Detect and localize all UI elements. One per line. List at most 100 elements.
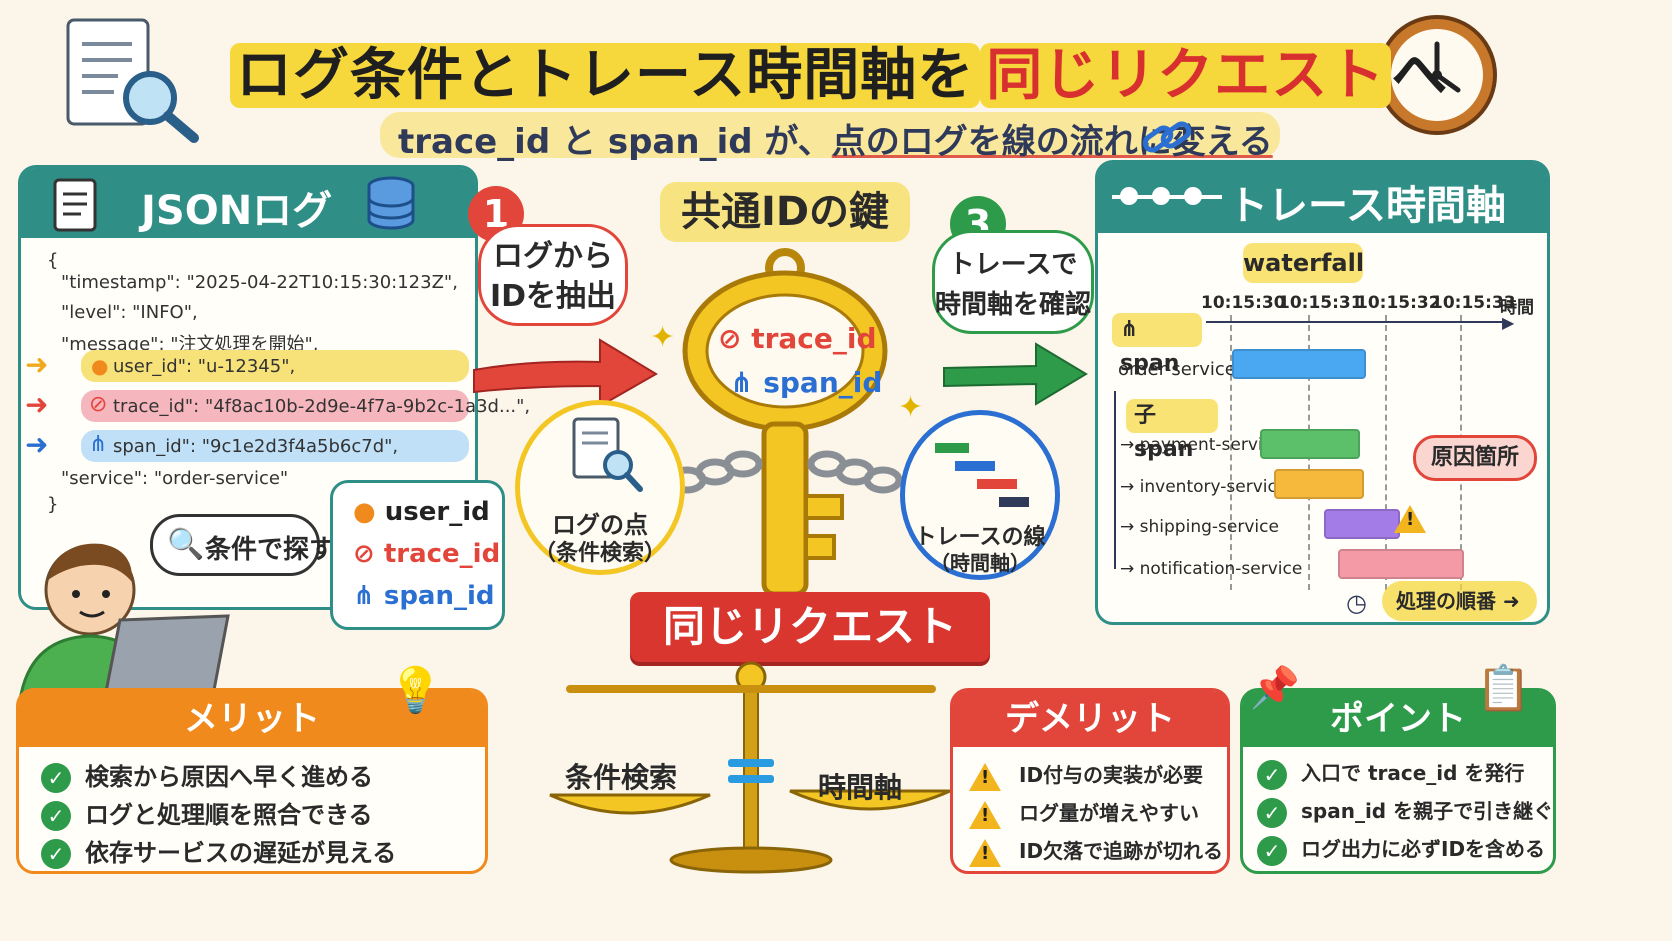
service-shipping: → shipping-service bbox=[1120, 517, 1279, 537]
clock-icon: ◷ bbox=[1346, 589, 1367, 617]
person-with-laptop-illustration bbox=[18, 543, 230, 700]
check-icon: ✓ bbox=[1257, 835, 1287, 866]
database-icon bbox=[367, 176, 415, 230]
pushpin-icon: 📌 bbox=[1250, 665, 1300, 711]
id-list-box: ● user_id ⊘ trace_id ⋔ span_id bbox=[330, 480, 505, 630]
span-id-highlight bbox=[81, 430, 469, 462]
trace-line-line1: トレースの線 bbox=[914, 525, 1046, 550]
link-icon bbox=[1142, 121, 1192, 153]
document-search-icon bbox=[572, 417, 643, 492]
span-label: ⋔ span bbox=[1112, 313, 1202, 376]
point-box: ポイント ✓入口で trace_id を発行 ✓span_id を親子で引き継ぐ… bbox=[1240, 688, 1556, 874]
trace-id-arrow-icon: ➜ bbox=[25, 388, 49, 421]
tree-connector bbox=[1114, 391, 1116, 569]
service-notification: → notification-service bbox=[1120, 559, 1303, 579]
search-bubble: 🔍 条件で探す bbox=[150, 514, 335, 576]
user-id-highlight bbox=[81, 350, 469, 382]
check-icon: ✓ bbox=[1257, 797, 1287, 828]
demerit-item: ID欠落で追跡が切れる bbox=[969, 835, 1223, 867]
json-close-brace: } bbox=[47, 494, 59, 515]
warning-icon bbox=[1394, 505, 1426, 533]
document-search-icon bbox=[66, 18, 199, 143]
warning-icon bbox=[969, 762, 1001, 791]
document-icon bbox=[53, 178, 97, 232]
tick-label: 10:15:30 bbox=[1201, 293, 1286, 313]
common-id-key-title: 共通IDの鍵 bbox=[660, 182, 910, 242]
timeline-dot-2 bbox=[1152, 187, 1170, 205]
trace-link-icon: ⊘ bbox=[89, 392, 108, 417]
gridline bbox=[1230, 315, 1232, 590]
sparkle-icon: ✦ bbox=[650, 320, 676, 355]
demerit-box: デメリット ID付与の実装が必要 ログ量が増えやすい ID欠落で追跡が切れる bbox=[950, 688, 1230, 874]
page-subtitle: trace_id と span_id が、点のログを線の流れに変える bbox=[380, 112, 1280, 162]
red-arrow-icon bbox=[473, 338, 658, 408]
demerit-item: ログ量が増えやすい bbox=[969, 797, 1199, 829]
timeline-dot-1 bbox=[1120, 187, 1138, 205]
trace-timeline-header: トレース時間軸 bbox=[1098, 163, 1547, 233]
waterfall-badge: waterfall bbox=[1243, 243, 1364, 283]
timeline-dot-3 bbox=[1184, 187, 1202, 205]
check-icon: ✓ bbox=[41, 801, 71, 831]
time-axis-arrowhead-icon: ▶ bbox=[1502, 313, 1515, 332]
point-header: ポイント bbox=[1243, 691, 1553, 747]
clock-icon bbox=[1377, 15, 1497, 135]
gridline bbox=[1385, 315, 1387, 590]
mini-bar-2 bbox=[955, 461, 995, 471]
green-arrow-icon bbox=[943, 342, 1088, 406]
span-id-arrow-icon: ➜ bbox=[25, 428, 49, 461]
cause-location-bubble: 原因箇所 bbox=[1413, 435, 1537, 481]
mini-bar-4 bbox=[999, 497, 1029, 507]
log-point-line2: （条件検索） bbox=[533, 541, 666, 566]
tick-label: 10:15:32 bbox=[1356, 293, 1441, 313]
step-1-text-b: IDを抽出 bbox=[489, 279, 617, 314]
json-timestamp-line: "timestamp": "2025-04-22T10:15:30:123Z", bbox=[61, 272, 458, 293]
bar-payment-service bbox=[1260, 429, 1360, 459]
step-3-text-a: トレースで bbox=[948, 250, 1078, 280]
bar-order-service bbox=[1232, 349, 1366, 379]
point-item: ✓入口で trace_id を発行 bbox=[1257, 757, 1524, 790]
step-3-bubble: トレースで 時間軸を確認 bbox=[932, 230, 1094, 334]
step-1-text-a: ログから bbox=[493, 239, 613, 274]
balance-scale-illustration bbox=[549, 661, 951, 874]
merit-item: ✓ログと処理順を照合できる bbox=[41, 795, 373, 831]
balance-right-label: 時間軸 bbox=[818, 771, 903, 804]
search-bubble-label: 条件で探す bbox=[205, 535, 336, 565]
point-item: ✓ログ出力に必ずIDを含める bbox=[1257, 833, 1545, 866]
trace-timeline-title: トレース時間軸 bbox=[1228, 183, 1506, 229]
merit-box: メリット ✓検索から原因へ早く進める ✓ログと処理順を照合できる ✓依存サービス… bbox=[16, 688, 488, 874]
log-point-circle: ログの点 （条件検索） bbox=[515, 400, 685, 575]
user-icon: ● bbox=[91, 354, 109, 378]
merit-header: メリット bbox=[19, 691, 485, 747]
trace-line-circle: トレースの線 （時間軸） bbox=[900, 410, 1060, 580]
id-list-item-span: ⋔ span_id bbox=[353, 581, 495, 611]
merit-item: ✓検索から原因へ早く進める bbox=[41, 757, 373, 793]
json-log-title: JSONログ bbox=[141, 188, 333, 234]
demerit-item: ID付与の実装が必要 bbox=[969, 759, 1203, 791]
service-inventory: → inventory-service bbox=[1120, 477, 1288, 497]
lightbulb-icon: 💡 bbox=[388, 665, 443, 716]
log-point-line1: ログの点 bbox=[552, 511, 648, 539]
processing-order-label: 処理の順番 ➜ bbox=[1382, 581, 1537, 621]
bar-inventory-service bbox=[1274, 469, 1364, 499]
json-level-line: "level": "INFO", bbox=[61, 302, 198, 323]
span-tree-icon: ⋔ bbox=[89, 432, 108, 457]
id-list-item-trace: ⊘ trace_id bbox=[353, 539, 501, 569]
mini-bar-1 bbox=[935, 443, 969, 453]
warning-icon bbox=[969, 838, 1001, 867]
check-icon: ✓ bbox=[41, 763, 71, 793]
bar-notification-service bbox=[1338, 549, 1464, 579]
golden-key-illustration bbox=[682, 248, 888, 597]
chain-icon bbox=[667, 450, 903, 494]
json-user-id-line: user_id": "u-12345", bbox=[113, 356, 296, 377]
mini-bar-3 bbox=[977, 479, 1017, 489]
user-id-arrow-icon: ➜ bbox=[25, 348, 49, 381]
check-icon: ✓ bbox=[41, 839, 71, 869]
sparkle-icon: ✦ bbox=[898, 390, 924, 425]
search-icon: 🔍 bbox=[167, 527, 205, 562]
trace-timeline-panel: トレース時間軸 waterfall 10:15:30 10:15:31 10:1… bbox=[1095, 160, 1550, 625]
time-axis-label: 時間 bbox=[1500, 298, 1534, 318]
step-3-text-b: 時間軸を確認 bbox=[935, 290, 1092, 320]
key-trace-id-label: ⊘ trace_id bbox=[718, 322, 877, 355]
json-service-line: "service": "order-service" bbox=[61, 468, 289, 489]
balance-left-label: 条件検索 bbox=[565, 761, 678, 794]
